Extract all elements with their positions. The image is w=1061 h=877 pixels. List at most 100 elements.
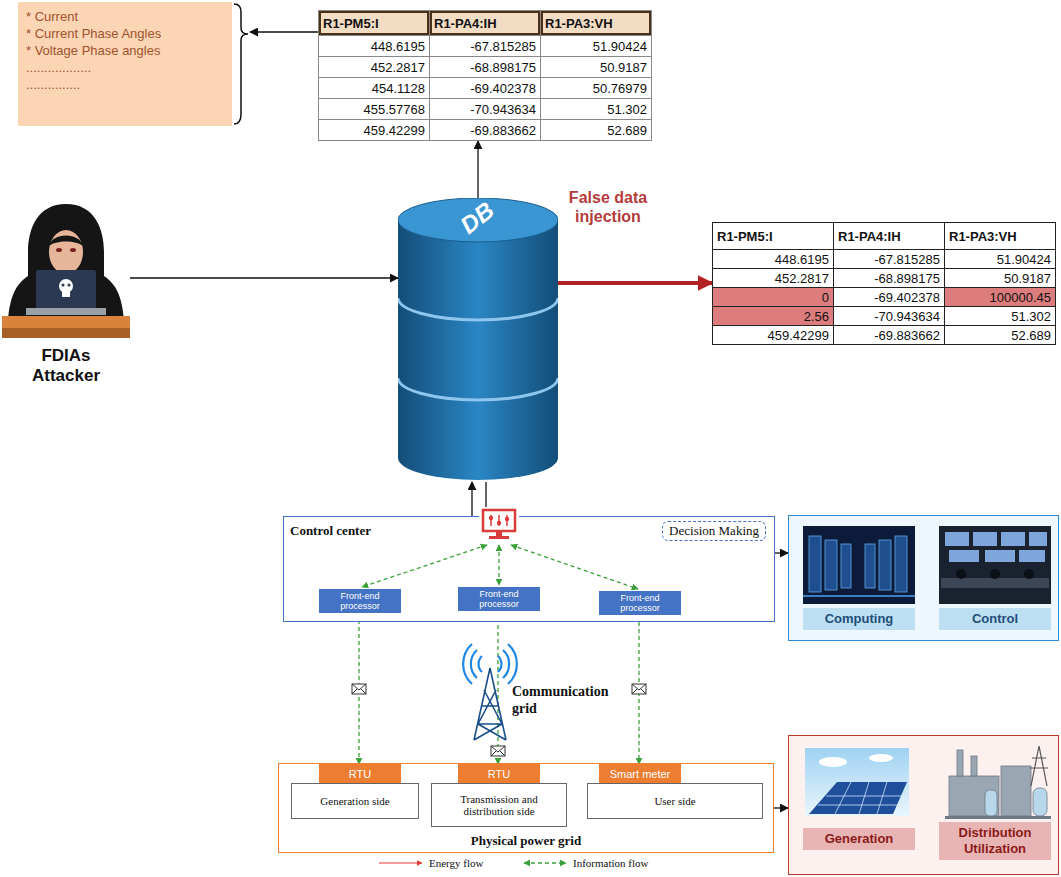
drawing-part	[505, 517, 509, 521]
data-table: R1-PM5:IR1-PA4:IHR1-PA3:VH448.6195-67.81…	[712, 222, 1056, 345]
control-center-box: Control center Decision Making Front-end …	[283, 516, 775, 622]
table-cell: -69.883662	[834, 326, 944, 344]
drawing-part	[985, 790, 997, 816]
drawing-part	[362, 545, 487, 587]
table-header: R1-PA4:IH	[430, 11, 540, 35]
attacker-label: FDIAs Attacker	[16, 346, 116, 386]
drawing-part	[945, 532, 1047, 562]
drawing-part	[957, 750, 963, 776]
table-cell: 52.689	[541, 120, 651, 140]
legend-item: Information flow	[522, 857, 648, 869]
drawing-part	[398, 220, 558, 480]
grid-side-box: Transmission and distribution side	[431, 783, 567, 827]
drawing-part	[36, 270, 96, 310]
table-cell: -70.943634	[834, 307, 944, 325]
legend-text: Energy flow	[429, 857, 483, 869]
drawing-part	[819, 757, 847, 767]
drawing-part	[809, 782, 907, 814]
connector-line	[250, 31, 318, 32]
box-title: Control center	[290, 523, 371, 539]
grid-side-box: Generation side	[291, 783, 419, 819]
drawing-part	[632, 684, 646, 694]
drawing-part	[498, 644, 517, 684]
connector	[775, 553, 788, 554]
note-line: * Current Phase Angles	[26, 25, 224, 42]
picture-caption: Control	[939, 608, 1051, 630]
table-header: R1-PA3:VH	[945, 223, 1055, 249]
drawing-part	[489, 536, 509, 539]
generation-distribution-pictures	[789, 736, 1060, 822]
table-cell: -68.898175	[430, 57, 540, 77]
processor-box: Front-end processor	[599, 591, 681, 615]
drawing-part	[26, 308, 106, 315]
drawing-part	[985, 550, 1015, 562]
table-cell: 459.42299	[713, 326, 833, 344]
table-cell: 452.2817	[713, 269, 833, 287]
box-label: Transmission and distribution side	[436, 793, 562, 817]
box-label: Smart meter	[610, 768, 671, 780]
legend-line	[524, 862, 566, 863]
database-cylinder	[398, 198, 558, 482]
connector-line	[471, 482, 472, 516]
table-cell: -69.402378	[834, 288, 944, 306]
drawing-part	[869, 754, 893, 762]
rtu-box: RTU	[319, 764, 401, 783]
rtu-box: Smart meter	[599, 764, 681, 783]
table-cell: 50.9187	[541, 57, 651, 77]
drawing-part	[941, 578, 1049, 588]
drawing-part	[945, 532, 969, 546]
drawing-part	[489, 516, 493, 520]
box-label: Front-end processor	[322, 591, 398, 611]
radio-waves	[463, 644, 517, 684]
database: DB	[398, 198, 558, 482]
table-header: R1-PM5:I	[713, 223, 833, 249]
drawing-part	[8, 204, 124, 320]
drawing-part	[1033, 788, 1047, 816]
drawing-part	[61, 283, 64, 286]
drawing-part	[67, 283, 70, 286]
table-cell: 452.2817	[319, 57, 429, 77]
decision-tag: Decision Making	[662, 521, 766, 541]
table-header: R1-PA3:VH	[541, 11, 651, 35]
table-cell: 51.302	[541, 99, 651, 119]
drawing-part	[803, 526, 915, 604]
connector-line	[774, 807, 788, 808]
drawing-part	[491, 746, 505, 756]
drawing-part	[809, 536, 907, 592]
drawing-part	[483, 510, 515, 531]
table-cell: -67.815285	[834, 250, 944, 268]
drawing-part	[362, 545, 638, 589]
drawing-part	[49, 230, 83, 274]
box-label: RTU	[488, 768, 510, 780]
drawing-part	[949, 750, 1031, 816]
table-cell: 50.9187	[945, 269, 1055, 287]
box-label: Generation side	[320, 795, 389, 807]
drawing-part	[56, 248, 62, 252]
drawing-part	[352, 684, 366, 694]
drawing-part	[1029, 532, 1047, 546]
processor-box: Front-end processor	[458, 587, 540, 611]
connector	[558, 283, 712, 284]
box-label: User side	[654, 795, 695, 807]
drawing-part	[479, 507, 519, 543]
drawing-part	[234, 4, 248, 124]
picture-caption: Computing	[803, 608, 915, 630]
attacker: FDIAs Attacker	[2, 196, 130, 396]
table-cell: -69.883662	[430, 120, 540, 140]
drawing-part	[498, 545, 499, 585]
rtu-box: RTU	[458, 764, 540, 783]
table-cell: 459.42299	[319, 120, 429, 140]
hacker-figure	[2, 196, 130, 342]
drawing-part	[879, 540, 891, 590]
table-cell: 51.302	[945, 307, 1055, 325]
drawing-part	[805, 748, 909, 816]
drawing-part	[511, 545, 638, 589]
drawing-part	[496, 531, 502, 536]
data-table: R1-PM5:IR1-PA4:IHR1-PA3:VH448.6195-67.81…	[318, 10, 652, 141]
connector	[250, 32, 318, 33]
table-cell: 0	[713, 288, 833, 306]
legend-sample	[522, 857, 568, 869]
table-cell: -68.898175	[834, 269, 944, 287]
box-title: Physical power grid	[279, 833, 773, 849]
